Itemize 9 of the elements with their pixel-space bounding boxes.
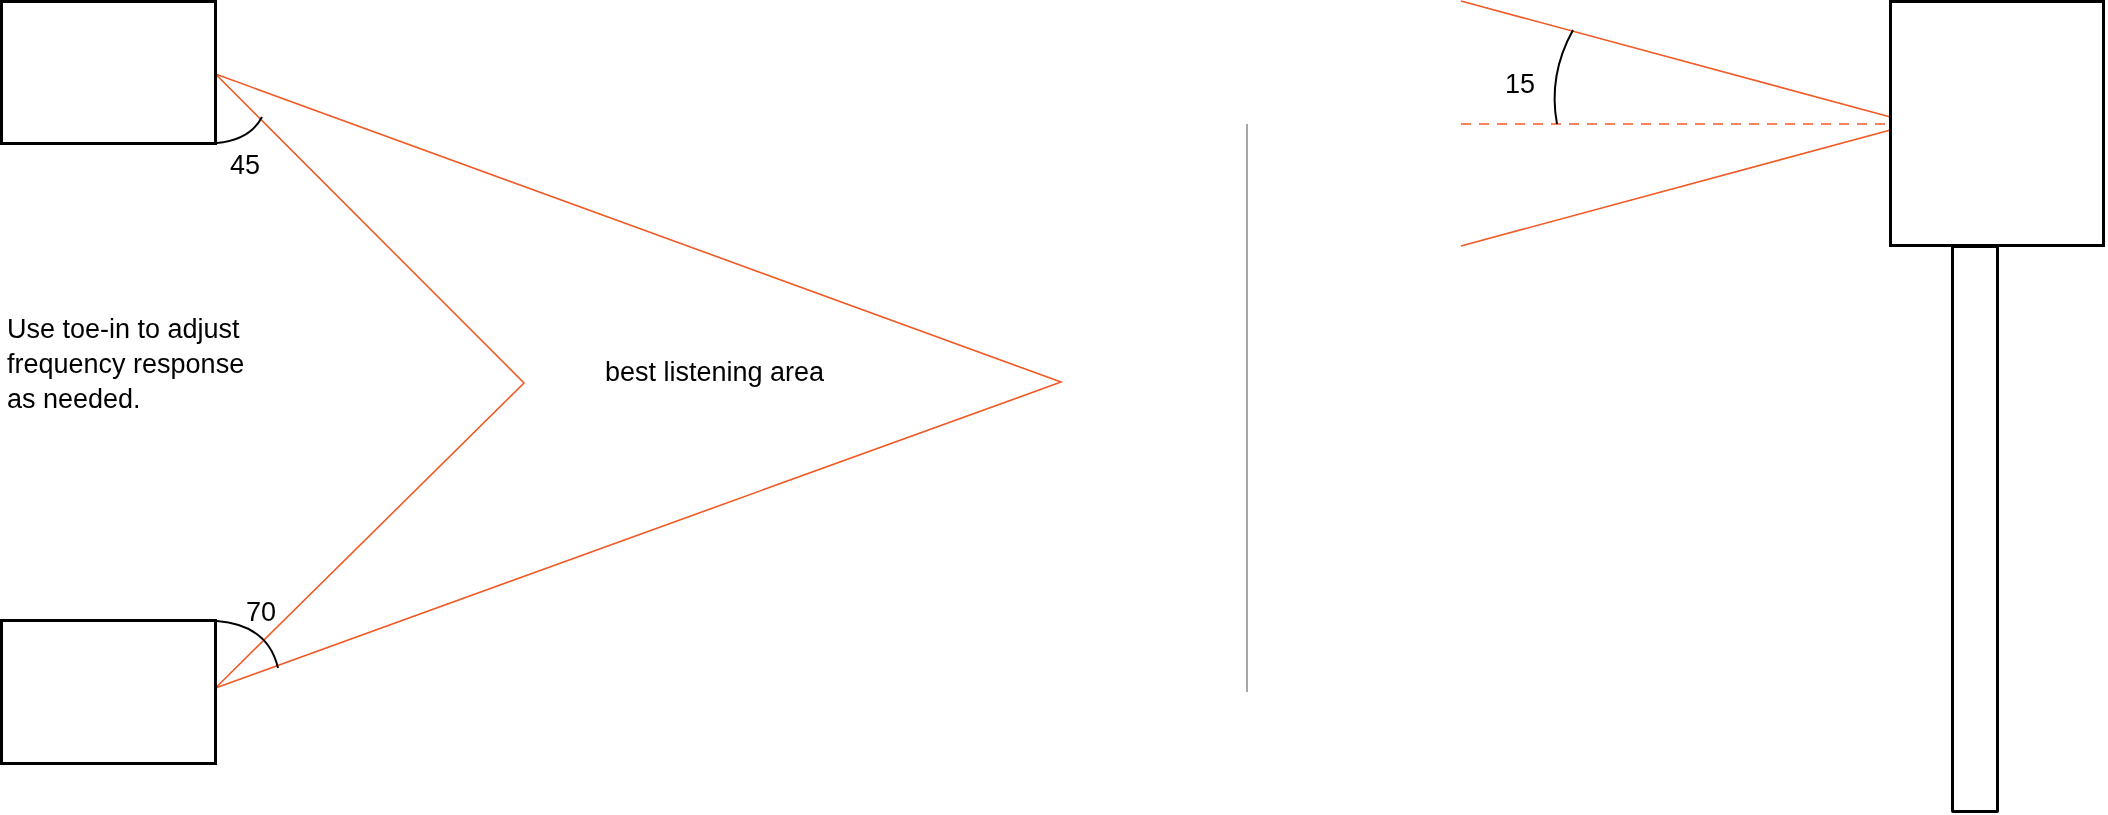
- area-label: best listening area: [605, 356, 825, 389]
- speaker-box: [0, 619, 217, 765]
- speaker-box: [0, 0, 217, 145]
- angle-label: 15: [1505, 68, 1536, 101]
- speaker-stand: [1951, 245, 1999, 813]
- note-text: Use toe-in to adjust frequency response as needed.: [7, 313, 246, 416]
- angle-label: 45: [230, 149, 261, 182]
- speaker-box: [1889, 0, 2105, 247]
- angle-label: 70: [246, 596, 277, 629]
